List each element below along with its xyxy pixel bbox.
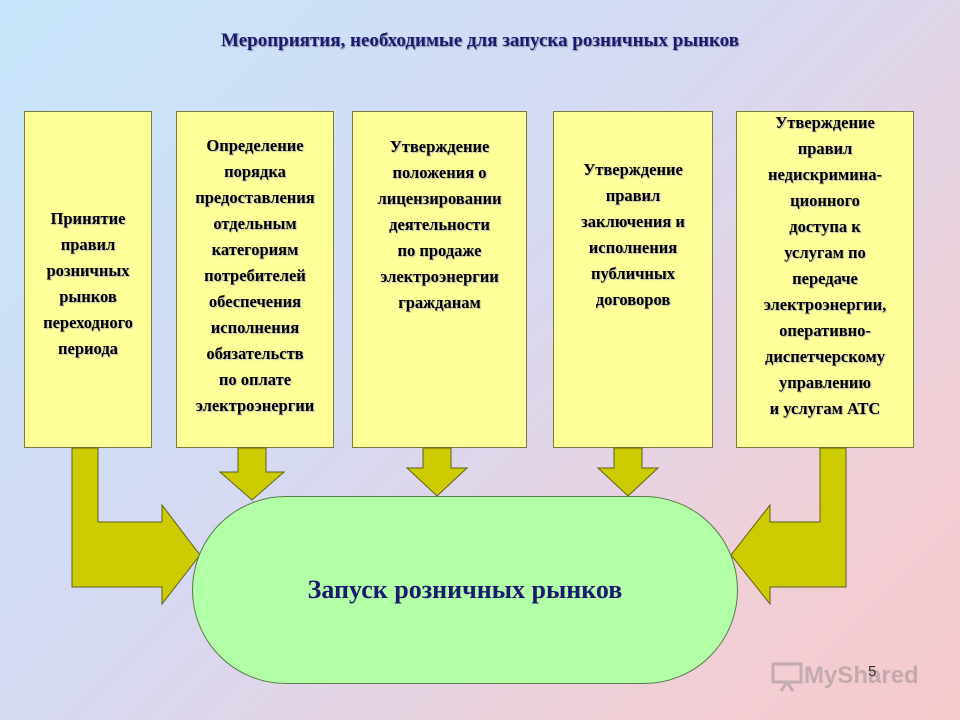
page-number: 5 xyxy=(868,663,877,680)
measure-box-4-text: Утверждение правил заключения и исполнен… xyxy=(581,159,685,309)
watermark-logo: MyShared xyxy=(770,656,930,696)
measure-box-5: Утверждение правил недискримина- ционног… xyxy=(736,111,914,448)
arrow-left-icon xyxy=(71,447,201,606)
arrow-right-icon xyxy=(730,447,847,606)
watermark-text: MyShared xyxy=(804,662,919,689)
arrow-down-3-icon xyxy=(405,447,469,497)
measure-box-1-text: Принятие правил розничных рынков переход… xyxy=(43,208,133,358)
measure-box-2-text: Определение порядка предоставления отдел… xyxy=(195,135,315,415)
measure-box-4: Утверждение правил заключения и исполнен… xyxy=(553,111,713,448)
measure-box-1: Принятие правил розничных рынков переход… xyxy=(24,111,152,448)
presentation-icon xyxy=(771,662,803,692)
measure-box-2: Определение порядка предоставления отдел… xyxy=(176,111,334,448)
arrow-down-4-icon xyxy=(596,447,660,497)
measure-box-5-text: Утверждение правил недискримина- ционног… xyxy=(763,112,887,418)
measure-box-3: Утверждение положения о лицензировании д… xyxy=(352,111,527,448)
retail-market-launch-oval: Запуск розничных рынков xyxy=(192,496,738,684)
measure-box-3-text: Утверждение положения о лицензировании д… xyxy=(377,136,502,312)
slide-title: Мероприятия, необходимые для запуска роз… xyxy=(221,30,739,51)
arrow-down-2-icon xyxy=(218,447,286,501)
retail-market-launch-label: Запуск розничных рынков xyxy=(307,575,623,604)
